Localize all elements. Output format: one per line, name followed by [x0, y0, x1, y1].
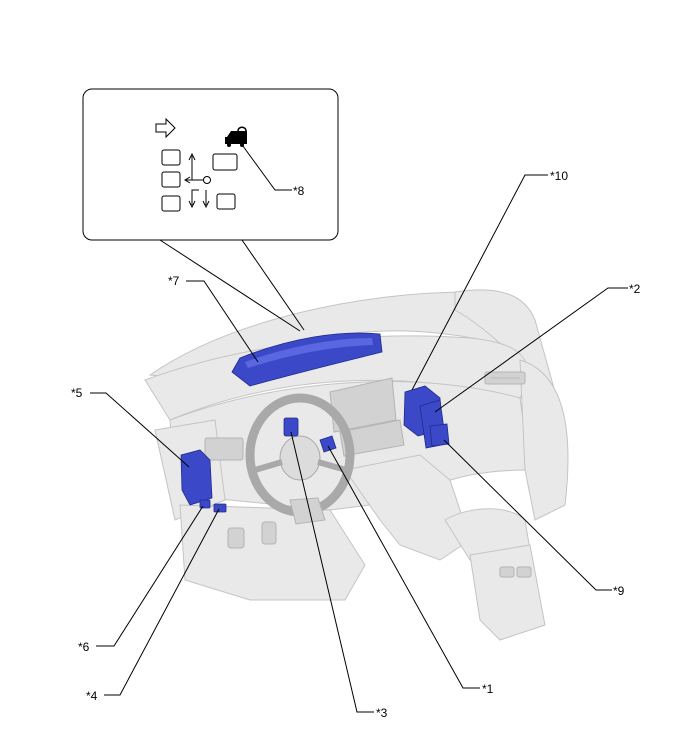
switch-mid-left — [161, 171, 181, 188]
part-4-connector — [213, 503, 227, 513]
callout-10: *10 — [550, 169, 568, 183]
left-switch-panel — [204, 437, 244, 461]
mirror-selector-arrows-icon — [184, 152, 211, 209]
callout-labels: *10 *2 *7 *8 *5 *9 *6 *4 *1 *3 — [71, 169, 641, 720]
highlighted-parts — [180, 332, 450, 513]
leader-3 — [290, 431, 374, 713]
leader-1 — [327, 445, 480, 689]
leader-6 — [96, 505, 204, 647]
rear-console — [469, 544, 546, 641]
steering-wheel-spoke — [254, 459, 347, 473]
callout-4: *4 — [86, 689, 98, 703]
switch-bottom-right — [216, 193, 236, 210]
pedal-left — [227, 527, 245, 549]
leader-7 — [186, 280, 259, 363]
callout-5: *5 — [71, 386, 83, 400]
center-control-panel — [339, 419, 405, 457]
leader-4 — [104, 508, 220, 696]
steering-wheel-hub — [279, 435, 321, 481]
switch-top-left — [161, 149, 181, 166]
callout-1: *1 — [482, 682, 494, 696]
steering-column — [289, 497, 326, 525]
part-6-connector — [199, 499, 211, 509]
leader-8 — [239, 141, 292, 191]
part-7-highlight — [245, 338, 373, 368]
part-5-ecu — [180, 449, 213, 506]
leader-9 — [443, 439, 612, 591]
inset-pointer-right — [241, 239, 305, 331]
vehicle-lock-icon — [225, 126, 247, 147]
part-1-switch — [319, 435, 337, 453]
center-display — [329, 377, 397, 433]
callout-9: *9 — [613, 584, 625, 598]
inset-pointer-left — [159, 239, 301, 332]
console-armrest — [444, 508, 531, 561]
part-3-switch — [283, 417, 299, 437]
switch-bottom-left — [161, 195, 181, 212]
right-door-panel — [519, 359, 569, 521]
leader-10 — [411, 174, 548, 391]
leader-5 — [90, 392, 190, 468]
leader-2 — [434, 287, 628, 413]
switch-top-right — [212, 153, 238, 171]
callout-2: *2 — [629, 282, 641, 296]
inset-frame — [82, 88, 339, 241]
callout-3: *3 — [376, 706, 388, 720]
center-console — [344, 454, 471, 561]
rear-vent-left — [499, 566, 515, 578]
leader-lines — [90, 174, 628, 713]
switch-detail-inset — [82, 88, 339, 332]
callout-7: *7 — [168, 274, 180, 288]
outline-right-arrow-icon — [155, 117, 176, 139]
lower-dash — [179, 504, 366, 601]
callout-6: *6 — [78, 640, 90, 654]
pedal-right — [261, 521, 277, 545]
rear-vent-right — [516, 566, 532, 578]
callout-8: *8 — [293, 184, 305, 198]
